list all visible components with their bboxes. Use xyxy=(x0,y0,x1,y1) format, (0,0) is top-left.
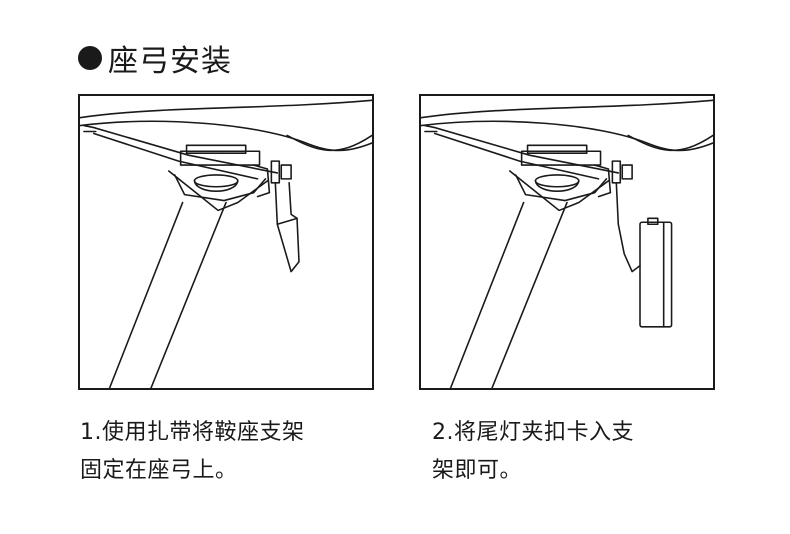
step-2-line-2: 架即可。 xyxy=(432,458,523,483)
seatpost-left xyxy=(449,201,525,388)
tail-light-body xyxy=(639,221,673,328)
section-title: 座弓安装 xyxy=(108,44,232,79)
step-1-line-2: 固定在座弓上。 xyxy=(80,458,238,483)
seatpost-left xyxy=(108,201,184,388)
clamp-body xyxy=(167,170,269,212)
saddle-shell xyxy=(80,99,372,119)
seatpost-right xyxy=(150,201,227,388)
saddle-bracket-illustration xyxy=(80,99,372,388)
step-1-caption: 1.使用扎带将鞍座支架 固定在座弓上。 xyxy=(80,414,380,490)
tail-light-illustration xyxy=(421,99,713,388)
illustration-step-2 xyxy=(419,94,715,390)
bullet-dot-icon xyxy=(78,46,102,70)
light-clip xyxy=(274,182,300,273)
step-1-line-1: 1.使用扎带将鞍座支架 xyxy=(80,420,305,445)
saddle-rail xyxy=(83,124,279,174)
bracket-block xyxy=(520,150,602,166)
saddle-underside xyxy=(80,120,372,152)
illustration-step-1 xyxy=(78,94,374,390)
step-2-caption: 2.将尾灯夹扣卡入支 架即可。 xyxy=(432,414,732,490)
saddle-shell xyxy=(421,99,713,119)
saddle-underside xyxy=(421,120,713,152)
seatpost-right xyxy=(491,201,568,388)
bracket-block xyxy=(179,150,261,166)
step-2-line-1: 2.将尾灯夹扣卡入支 xyxy=(432,420,634,445)
clamp-bolt xyxy=(193,174,239,188)
saddle-rail xyxy=(424,124,620,174)
clamp-body xyxy=(508,170,610,212)
section-heading: 座弓安装 xyxy=(78,36,232,80)
clamp-bolt xyxy=(534,174,580,188)
